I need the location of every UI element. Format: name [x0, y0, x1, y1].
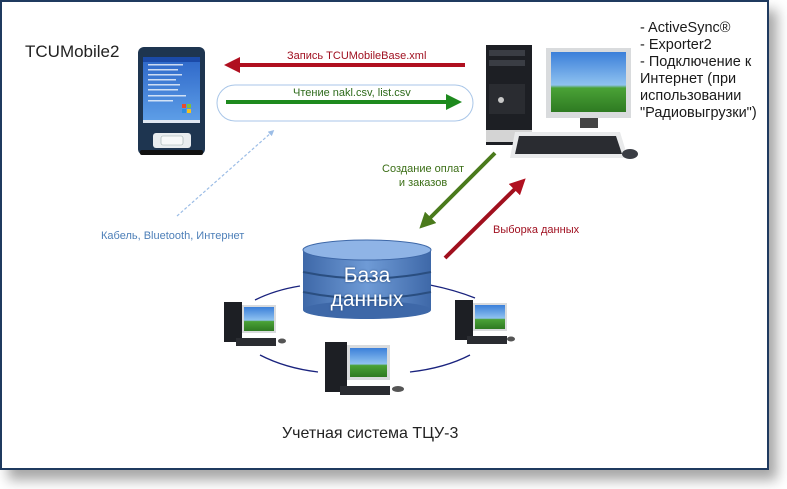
workstation-left: [224, 302, 286, 346]
network-ring-top-right: [429, 284, 476, 299]
desktop-pc: [486, 45, 638, 159]
network-ring-top-left: [254, 285, 301, 301]
read-arrow-label: Чтение nakl.csv, list.csv: [293, 87, 411, 99]
write-arrow-label: Запись TCUMobileBase.xml: [287, 50, 427, 62]
workstation-bottom: [325, 342, 404, 395]
create-arrow-label: Создание оплат и заказов: [382, 163, 465, 189]
workstation-right: [455, 300, 515, 344]
select-arrow: [443, 178, 526, 260]
mobile-title: TCUMobile2: [25, 42, 120, 61]
pc-notes: - ActiveSync® - Exporter2 - Подключение …: [640, 20, 757, 121]
network-ring-bottom-left: [259, 354, 319, 373]
system-caption: Учетная система ТЦУ-3: [282, 425, 459, 442]
select-arrow-label: Выборка данных: [493, 224, 580, 236]
network-ring-bottom-right: [409, 354, 471, 373]
pda-device: [138, 47, 205, 155]
database-cylinder: [302, 239, 432, 319]
database-label: База данных: [330, 264, 404, 311]
create-arrow: [419, 151, 497, 229]
connection-label: Кабель, Bluetooth, Интернет: [101, 230, 245, 242]
connection-arrow: [176, 130, 275, 217]
